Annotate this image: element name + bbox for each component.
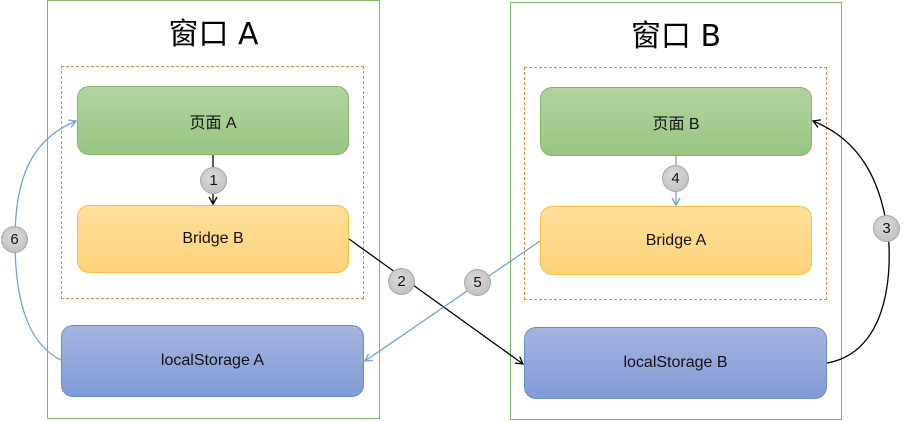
- page-b-box[interactable]: 页面 B: [540, 87, 812, 156]
- arrow-step-3: [811, 119, 890, 364]
- window-b-page-container: [524, 67, 827, 300]
- step-badge-1: 1: [200, 167, 227, 194]
- bridge-b-box[interactable]: Bridge B: [77, 205, 349, 273]
- step-badge-4: 4: [662, 165, 689, 192]
- window-a-title: 窗口 A: [168, 17, 259, 52]
- page-a-box[interactable]: 页面 A: [77, 86, 349, 155]
- window-b-title: 窗口 B: [630, 19, 722, 54]
- localstorage-b-box[interactable]: localStorage B: [524, 327, 827, 399]
- arrow-step-2: [348, 238, 525, 365]
- window-a-page-container: [61, 66, 364, 299]
- bridge-a-box[interactable]: Bridge A: [540, 206, 812, 275]
- step-badge-2: 2: [388, 268, 415, 295]
- arrow-step-5: [363, 240, 541, 362]
- step-badge-5: 5: [464, 269, 491, 296]
- step-badge-6: 6: [1, 226, 28, 253]
- localstorage-a-box[interactable]: localStorage A: [61, 325, 364, 397]
- step-badge-3: 3: [873, 215, 900, 242]
